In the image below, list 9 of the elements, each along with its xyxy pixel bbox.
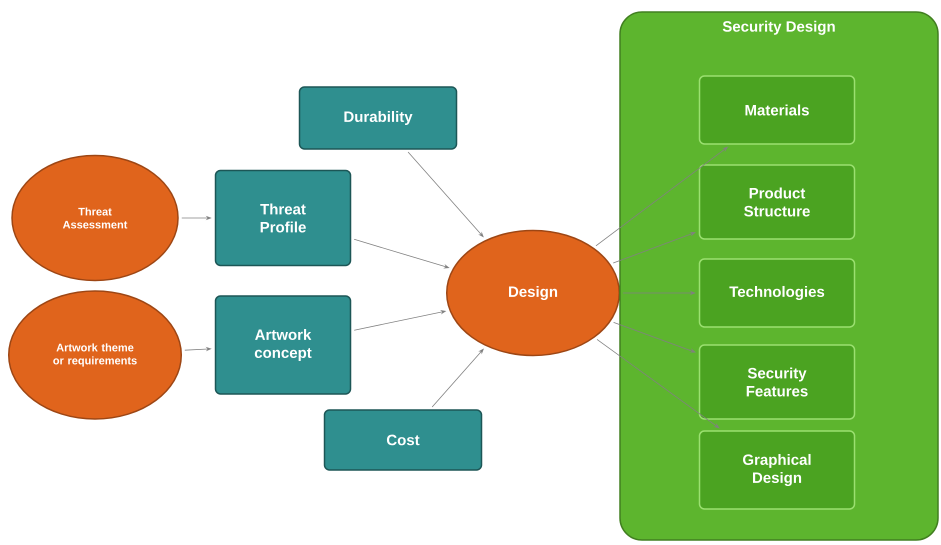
- item-box: Security Features: [698, 344, 856, 420]
- item-box: Technologies: [698, 258, 856, 328]
- process-box: Durability: [298, 86, 458, 150]
- item-box: Materials: [698, 75, 856, 145]
- item-box: Product Structure: [698, 164, 856, 240]
- process-box: Artwork concept: [214, 295, 352, 395]
- process-box: Threat Profile: [214, 170, 352, 266]
- item-box: Graphical Design: [698, 430, 856, 510]
- process-box: Cost: [324, 409, 482, 471]
